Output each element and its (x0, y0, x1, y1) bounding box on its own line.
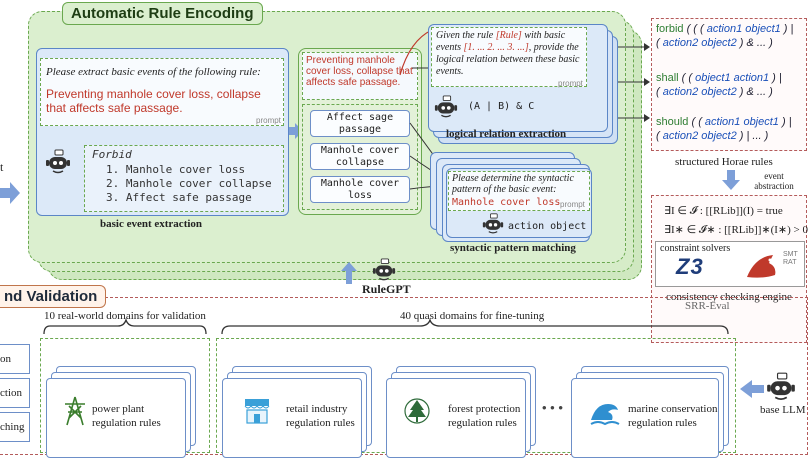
horae-caption: structured Horae rules (675, 156, 773, 168)
logical-prompt: Given the rule [Rule] with basic events … (436, 30, 580, 77)
basic-event-output-item-3: 3. Affect safe passage (106, 191, 252, 204)
tree-icon (404, 398, 430, 424)
basic-event-prompt-tag: prompt (256, 116, 281, 125)
ellipsis: • • • (542, 400, 563, 415)
left-item-2: ction (0, 378, 30, 408)
syntactic-prompt: Please determine the syntactic pattern o… (452, 173, 574, 195)
logical-output: (A | B) & C (468, 101, 535, 112)
middle-events-box (302, 104, 418, 210)
event-item-2: Manhole cover collapse (310, 143, 410, 170)
syntactic-output: action object (508, 221, 587, 232)
power-tower-icon (65, 396, 85, 426)
domain-card-retail (222, 378, 362, 458)
basic-event-prompt-box (40, 58, 284, 126)
logical-prompt-tag: prompt (558, 79, 583, 88)
horae-rule-3: should ( ( action1 object1 ) | ( action2… (656, 116, 792, 142)
left-item-1: on (0, 344, 30, 374)
basic-event-output-box (84, 145, 284, 212)
syntactic-prompt-event: Manhole cover loss (452, 197, 561, 208)
horae-rule-2: shall ( ( object1 action1 ) | ( action2 … (656, 72, 782, 98)
basic-event-output-item-2: 2. Manhole cover collapse (106, 177, 272, 190)
logical-prompt-box (431, 27, 587, 87)
robot-icon (46, 149, 70, 174)
encoding-title: Automatic Rule Encoding (62, 2, 263, 25)
middle-rule-box (302, 52, 418, 100)
arrow-to-events (289, 123, 303, 139)
event-abstraction-label: event abstraction (754, 171, 794, 191)
left-arrow-base-llm (740, 380, 764, 398)
down-arrow (722, 170, 740, 190)
syntactic-prompt-box (448, 171, 590, 211)
syntactic-prompt-tag: prompt (560, 200, 585, 209)
robot-icon (482, 213, 504, 234)
base-llm-label: base LLM (760, 404, 806, 416)
solvers-box (655, 241, 805, 287)
smt-rat-logo (747, 255, 776, 278)
robot-icon (434, 95, 458, 118)
middle-rule-text: Preventing manhole cover loss, collapse … (306, 55, 413, 88)
basic-event-caption: basic event extraction (100, 218, 203, 230)
srr-eval-label: SRR-Eval (685, 300, 730, 312)
logical-caption: logical relation extraction (446, 128, 567, 140)
event-item-3: Manhole cover loss (310, 176, 410, 203)
rulegpt-label: RuleGPT (362, 282, 411, 296)
left-cut-text: t (0, 160, 4, 174)
solvers-label: constraint solvers (660, 243, 731, 254)
basic-event-rule-text: Preventing manhole cover loss, collapse … (46, 87, 261, 115)
basic-event-instruction: Please extract basic events of the follo… (46, 66, 261, 78)
z3-logo: Z3 (676, 254, 704, 279)
basic-event-output-item-1: 1. Manhole cover loss (106, 163, 246, 176)
horae-rule-1: forbid ( ( ( action1 object1 ) | ( actio… (656, 23, 794, 49)
robot-icon (372, 258, 396, 281)
real-domains-label: 10 real-world domains for validation (44, 310, 206, 322)
store-icon (244, 399, 270, 424)
basic-event-output-head: Forbid (92, 148, 132, 161)
syntactic-caption: syntactic pattern matching (450, 242, 576, 254)
wave-icon (590, 404, 620, 426)
domain-card-forest (386, 378, 526, 458)
robot-icon (767, 372, 795, 400)
formula-1: ∃I ∈ 𝓘 : [[RLib]](I) = true (664, 205, 783, 217)
smt-rat-label: SMT RAT (783, 251, 798, 266)
left-arrow (0, 182, 20, 204)
quasi-domains-label: 40 quasi domains for fine-tuning (400, 310, 545, 322)
event-item-1: Affect sage passage (310, 110, 410, 137)
left-item-3: ching (0, 412, 30, 442)
horae-box (651, 18, 807, 151)
validation-title: nd Validation (0, 285, 107, 308)
up-arrow (341, 262, 357, 284)
formula-2: ∃I∗ ∈ 𝓘∗ : [[RLib]]∗(I∗) > 0 (664, 224, 808, 236)
